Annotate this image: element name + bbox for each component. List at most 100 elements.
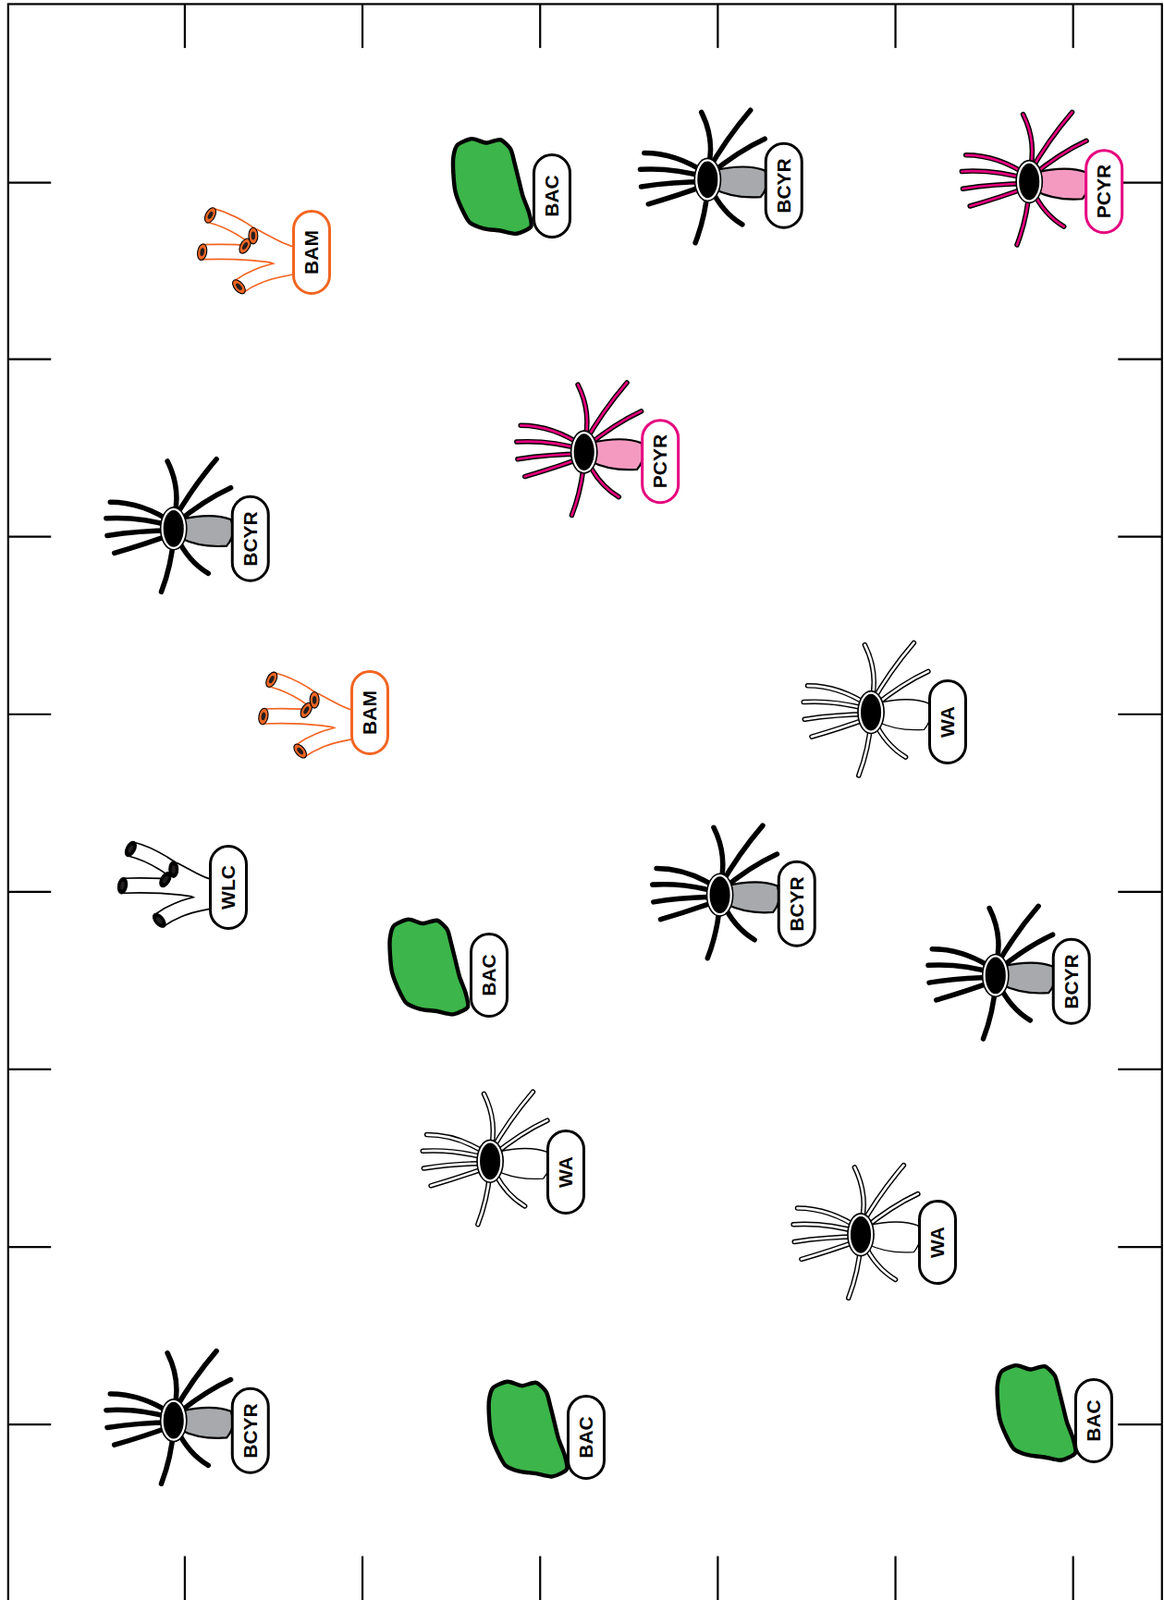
species-code: WA (936, 706, 958, 738)
coral-opening (150, 911, 169, 931)
coral-hole (312, 696, 317, 705)
species-code: WLC (218, 865, 240, 910)
coral-opening (202, 206, 219, 225)
tick (1117, 1246, 1162, 1249)
species-tag: WA (546, 1129, 586, 1215)
tick (361, 1556, 364, 1600)
tick (539, 3, 541, 48)
species-code: PCYR (1092, 163, 1115, 218)
species-code: BAC (541, 174, 564, 218)
tick (716, 1556, 719, 1600)
species-tag: BCYR (231, 1388, 270, 1476)
coral-opening (291, 742, 309, 761)
coral-hole (241, 241, 249, 251)
species-code: PCYR (649, 434, 672, 489)
algae-shape (453, 138, 532, 234)
tick (8, 182, 51, 184)
spider-body (849, 1215, 872, 1255)
coral-branch (253, 235, 296, 258)
species-tag: WA (918, 1200, 957, 1286)
species-code: BCYR (773, 158, 796, 214)
tick (716, 3, 719, 48)
spider-body-outline (857, 690, 885, 735)
species-tag: BAM (350, 670, 390, 756)
algae-shape (390, 919, 469, 1016)
tick (8, 357, 51, 360)
organism-icons (106, 110, 1090, 1484)
spider-abdomen (179, 515, 233, 547)
spider-abdomen (1035, 169, 1090, 200)
species-tag: BCYR (776, 861, 816, 949)
coral-branch-outline (238, 266, 298, 287)
spider-body-outline (693, 158, 722, 202)
species-code: WA (926, 1226, 948, 1259)
spider-body (478, 1141, 502, 1181)
frame (8, 3, 1163, 1600)
spider-body (573, 432, 596, 472)
coral-branch (238, 266, 298, 287)
species-tag: BCYR (764, 142, 804, 230)
spider-body-outline (476, 1139, 504, 1184)
coral-opening (248, 227, 258, 245)
spider-figure (928, 906, 1055, 1040)
spider-body (859, 693, 883, 733)
algae-blob (997, 1365, 1077, 1461)
species-code: BAC (477, 954, 500, 997)
spider-body-outline (159, 506, 188, 551)
coral-opening (169, 861, 179, 879)
species-code: BAM (300, 230, 322, 275)
coral-figure (116, 839, 219, 930)
tick (1117, 182, 1162, 184)
coral-hole (234, 281, 244, 292)
spider-body (984, 955, 1007, 995)
coral-hole (155, 916, 164, 926)
species-code: WA (554, 1156, 576, 1189)
spider-figure (652, 825, 780, 959)
coral-hole (120, 882, 126, 891)
spider-abdomen (496, 1149, 551, 1180)
coral-hole (295, 747, 305, 757)
tick (183, 3, 186, 48)
spider-figure (803, 642, 931, 776)
spider-figure (516, 382, 644, 516)
species-tag: BAM (292, 209, 331, 295)
spider-body (162, 1401, 185, 1441)
species-code: BAC (575, 1416, 597, 1459)
species-code: BCYR (239, 1404, 261, 1460)
species-tag: BCYR (231, 495, 270, 583)
algae-shape (997, 1365, 1077, 1461)
grid-ticks (8, 3, 1163, 1600)
species-tag: BAC (532, 153, 572, 239)
coral-hole (302, 705, 310, 715)
spider-abdomen (725, 882, 780, 913)
algae-blob (489, 1382, 568, 1478)
tick (8, 1068, 51, 1071)
tick (1117, 713, 1162, 716)
spider-body (162, 509, 185, 549)
coral-figure (257, 670, 360, 760)
spider-figure (106, 1351, 233, 1485)
species-tag: BCYR (1051, 939, 1091, 1027)
coral-hole (251, 232, 256, 241)
tick (8, 713, 51, 716)
spider-body-outline (846, 1213, 875, 1257)
tick (1117, 536, 1162, 539)
spider-body (708, 875, 731, 915)
coral-hole (126, 845, 135, 855)
coral-opening (122, 839, 139, 858)
spider-figure (793, 1165, 920, 1299)
coral-hole (171, 865, 176, 874)
coral-opening (230, 277, 248, 296)
species-code: BCYR (239, 511, 261, 567)
species-tag: WA (928, 679, 968, 765)
coral-hole (268, 674, 276, 685)
tick (1117, 357, 1162, 360)
spider-body-outline (981, 954, 1010, 998)
coral-opening (263, 670, 280, 689)
spider-figure (422, 1091, 550, 1226)
species-tag: BAC (1074, 1378, 1114, 1464)
tick (8, 891, 51, 894)
coral-hole (260, 711, 267, 721)
